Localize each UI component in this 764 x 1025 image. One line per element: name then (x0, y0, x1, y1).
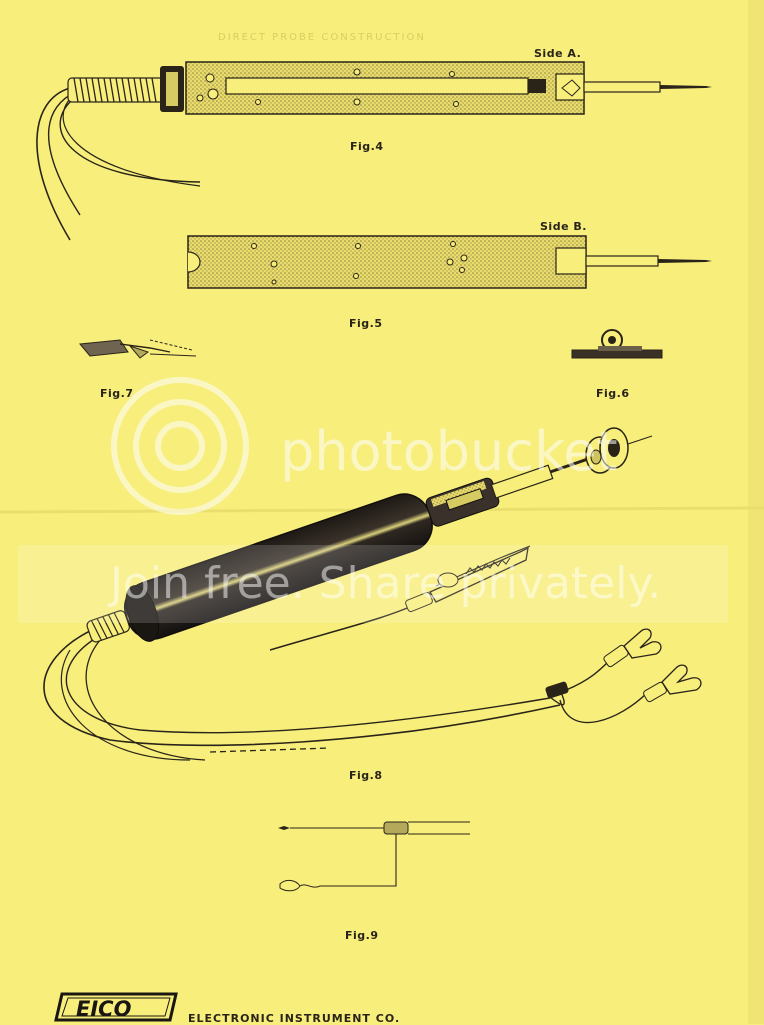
watermark-tagline: Join free. Share privately. (110, 558, 662, 609)
watermark-title: photobucket (280, 420, 618, 483)
fig9-drawing (278, 821, 470, 892)
watermark-band (18, 545, 728, 623)
ghost-title: DIRECT PROBE CONSTRUCTION (218, 32, 426, 43)
fig7-drawing (79, 339, 197, 359)
fig5-label: Fig.5 (349, 317, 383, 330)
fig8-drawing (43, 427, 702, 761)
fig4-drawing (36, 61, 712, 241)
eico-logo-text: EICO (76, 997, 132, 1021)
company-name: ELECTRONIC INSTRUMENT CO. (188, 1012, 401, 1025)
fig6-label: Fig.6 (596, 387, 630, 400)
fig8-label: Fig.8 (349, 769, 383, 782)
fig9-label: Fig.9 (345, 929, 379, 942)
fig5-drawing (187, 235, 712, 289)
fig4-side-label: Side A. (534, 47, 582, 60)
tip-cap-drawing (585, 427, 653, 474)
watermark-circle-icon (111, 377, 249, 515)
fig5-side-label: Side B. (540, 220, 587, 233)
eico-logo: EICO (54, 992, 178, 1022)
fig7-label: Fig.7 (100, 387, 134, 400)
fig6-drawing (571, 329, 663, 359)
fig4-label: Fig.4 (350, 140, 384, 153)
